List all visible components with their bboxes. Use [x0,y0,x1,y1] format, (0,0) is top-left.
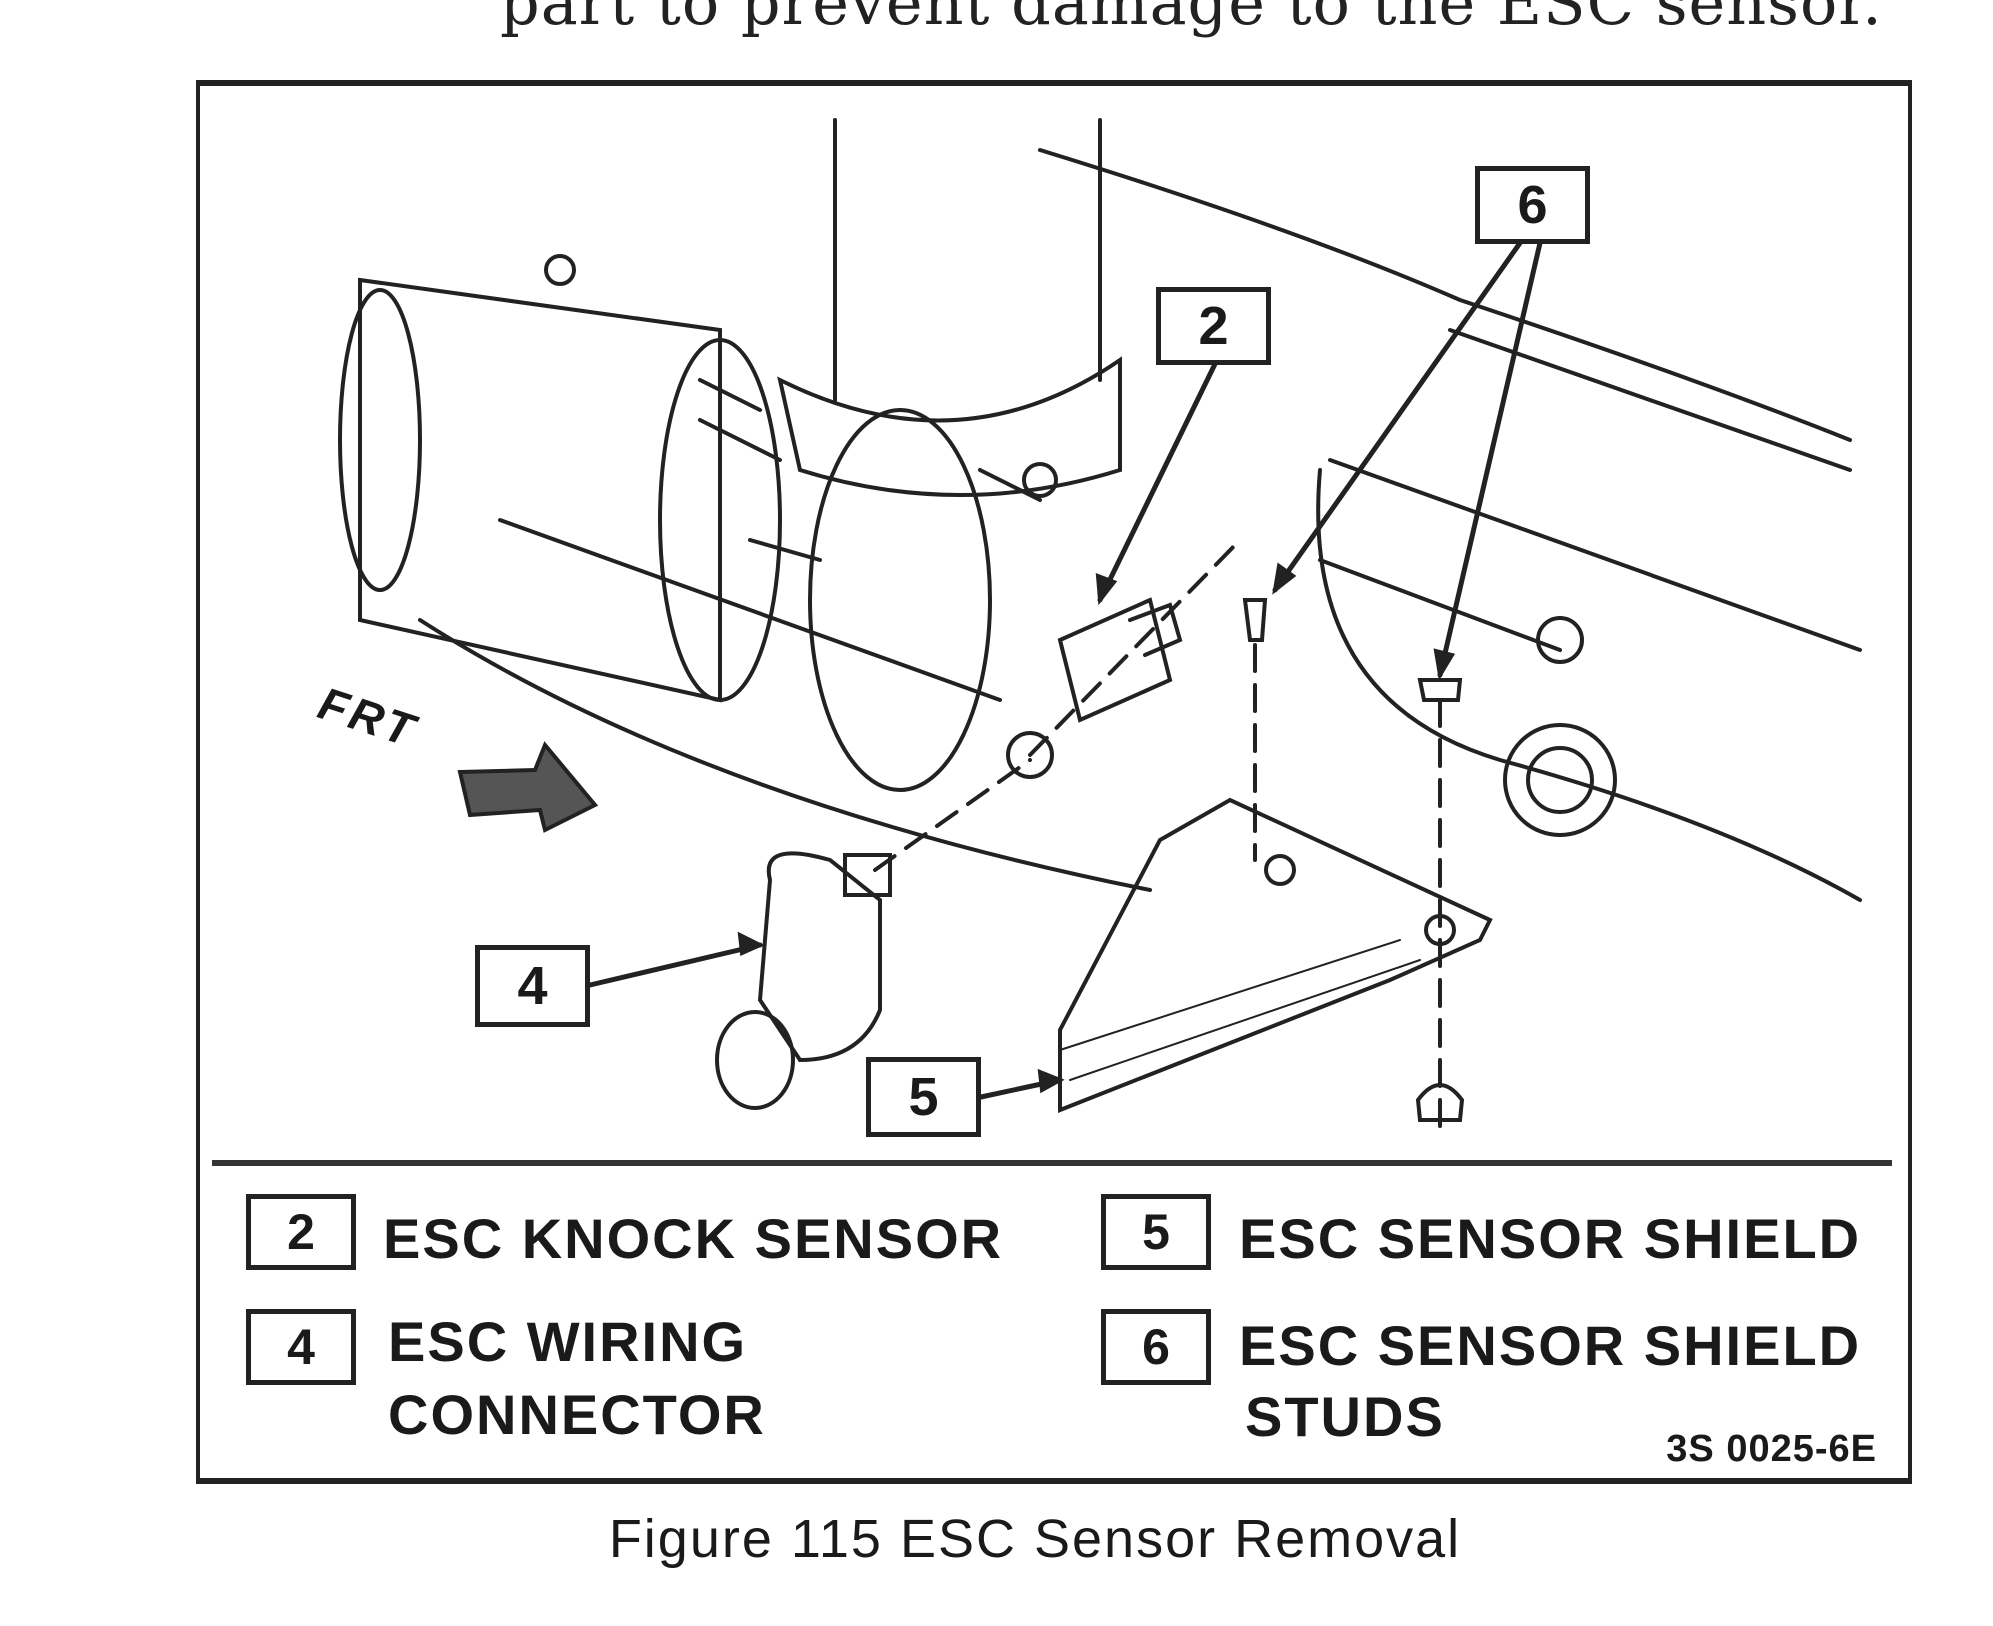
shield-stud [1417,678,1463,702]
legend-label-2: ESC KNOCK SENSOR [383,1207,1004,1270]
legend-number-4: 4 [246,1309,356,1385]
legend-number-2: 2 [246,1194,356,1270]
legend-number-5: 5 [1101,1194,1211,1270]
callout-2: 2 [1156,287,1271,365]
knock-sensor [1057,597,1173,723]
callout-5: 5 [866,1057,981,1137]
page-top-text: part to prevent damage to the ESC sensor… [500,0,1883,39]
wiring-connector [757,851,882,1063]
legend-number-6: 6 [1101,1309,1211,1385]
exhaust-pipe [833,118,1102,402]
plug-hole [1503,723,1617,837]
leader-lines [587,240,1543,1100]
starter-motor [358,277,722,703]
figure-caption: Figure 115 ESC Sensor Removal [608,1509,1462,1569]
shield-stud [1242,598,1268,642]
sensor-shield [1058,797,1493,1113]
figure-code: 3S 0025-6E [1666,1428,1877,1470]
legend-label-6-line2: STUDS [1245,1385,1445,1448]
shield-nut [1415,1083,1465,1122]
legend-label-6-line1: ESC SENSOR SHIELD [1239,1314,1862,1377]
callout-6: 6 [1475,166,1590,244]
figure-frame [196,80,1912,1484]
frt-arrow-icon [457,741,599,833]
legend-label-4-line2: CONNECTOR [388,1383,766,1446]
legend-label-5: ESC SENSOR SHIELD [1239,1207,1862,1270]
legend-label-4-line1: ESC WIRING [388,1310,748,1373]
pipe-flange [777,356,1122,497]
callout-4: 4 [475,945,590,1027]
legend-divider [212,1160,1892,1166]
block-edge [1038,148,1852,442]
